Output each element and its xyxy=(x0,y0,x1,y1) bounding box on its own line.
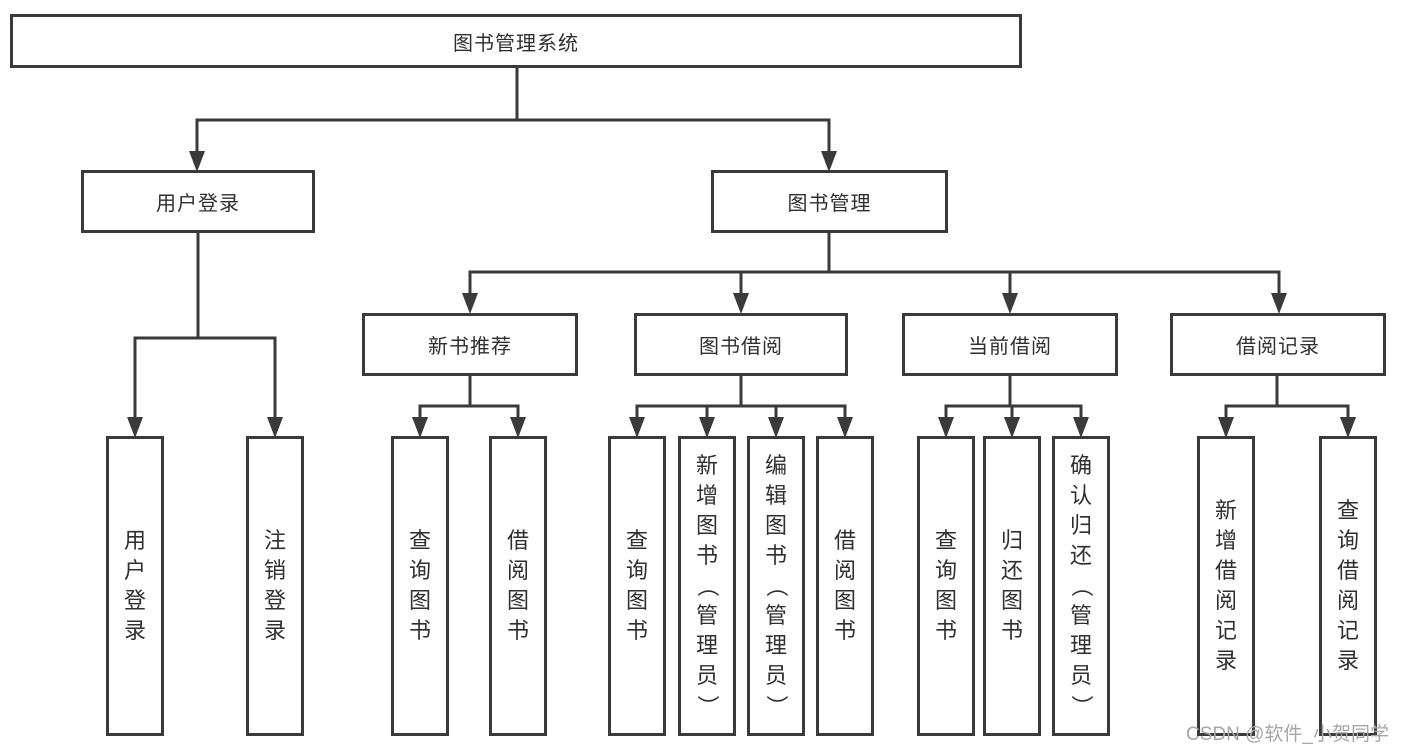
node-book-borrow: 图书借阅 xyxy=(634,313,848,376)
node-library-system: 图书管理系统 xyxy=(10,14,1022,68)
node-current-borrow: 当前借阅 xyxy=(902,313,1118,376)
node-leaf-confirm-return-admin: 确认归还（管理员） xyxy=(1052,436,1110,736)
node-leaf-query-books-current: 查询图书 xyxy=(917,436,975,736)
node-book-management: 图书管理 xyxy=(711,170,948,233)
node-borrow-records: 借阅记录 xyxy=(1170,313,1386,376)
node-leaf-query-books-recommend: 查询图书 xyxy=(391,436,449,736)
node-new-book-recommend: 新书推荐 xyxy=(362,313,578,376)
node-leaf-user-login: 用户登录 xyxy=(106,436,164,736)
node-leaf-query-borrow-record: 查询借阅记录 xyxy=(1319,436,1377,736)
node-leaf-add-borrow-record: 新增借阅记录 xyxy=(1197,436,1255,736)
watermark: CSDN @软件_小贺同学 xyxy=(1186,724,1389,745)
node-leaf-add-book-admin: 新增图书（管理员） xyxy=(678,436,736,736)
node-leaf-borrow-books: 借阅图书 xyxy=(816,436,874,736)
node-leaf-borrow-books-recommend: 借阅图书 xyxy=(489,436,547,736)
node-user-login: 用户登录 xyxy=(81,170,315,233)
node-leaf-logout: 注销登录 xyxy=(246,436,304,736)
node-leaf-edit-book-admin: 编辑图书（管理员） xyxy=(747,436,805,736)
node-leaf-query-books-borrow: 查询图书 xyxy=(608,436,666,736)
node-leaf-return-books: 归还图书 xyxy=(983,436,1041,736)
